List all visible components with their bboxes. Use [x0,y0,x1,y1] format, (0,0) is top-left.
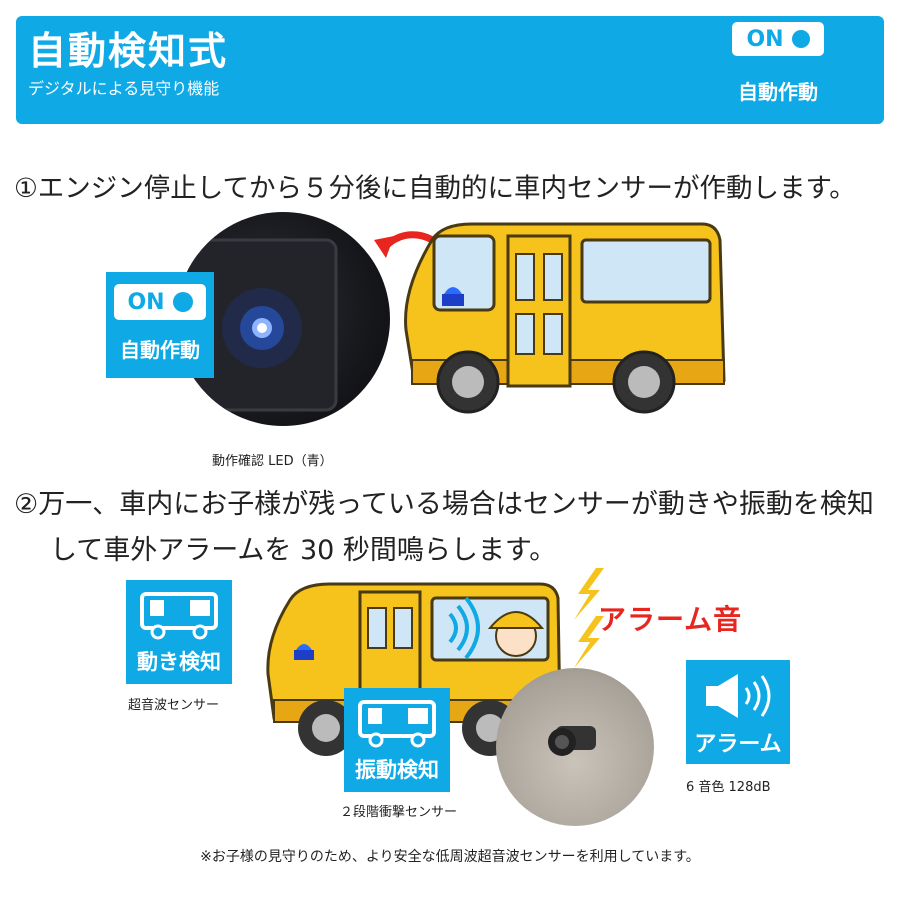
sensor-photo [496,668,654,826]
led-caption: 動作確認 LED（青） [212,454,333,469]
sensor-device-icon [548,726,596,756]
led-photo [176,212,390,426]
alarm-badge: アラーム [686,660,790,764]
on-dot-icon [172,292,193,312]
on-dot-icon [791,30,810,48]
vibration-detection-label: 振動検知 [355,758,439,782]
wave-icon [448,596,480,660]
school-bus-illustration [374,222,726,414]
led-status-badge: ON 自動作動 [106,272,214,378]
vibration-sensor-caption: ２段階衝撃センサー [340,805,458,820]
page-subtitle: デジタルによる見守り機能 [28,79,220,98]
footnote: ※お子様の見守りのため、より安全な低周波超音波センサーを利用しています。 [200,849,700,865]
alarm-label: アラーム [694,732,782,757]
motion-sensor-caption: 超音波センサー [128,698,220,713]
on-indicator: ON [732,22,824,56]
led-panel-icon [176,238,338,412]
on-label: ON [746,26,784,52]
bolt-icon [574,568,604,668]
motion-detection-badge: 動き検知 [126,580,232,684]
speaker-icon [706,674,771,718]
step2-text-line1: ②万一、車内にお子様が残っている場合はセンサーが動きや振動を検知 [14,489,874,520]
auto-operation-label: 自動作動 [738,80,818,104]
motion-detection-label: 動き検知 [137,650,221,674]
led-on-label: ON [127,289,165,315]
siren-icon [442,287,464,306]
vibration-detection-badge: 振動検知 [344,688,450,792]
siren-icon [294,644,314,660]
bus-icon [358,700,436,748]
led-on-indicator: ON [114,284,206,320]
led-auto-label: 自動作動 [120,338,200,362]
page-title: 自動検知式 [28,29,229,73]
bus-icon [140,592,218,640]
alarm-caption: 6 音色 128dB [686,780,771,795]
alarm-sound-label: アラーム音 [598,603,743,636]
step2-text-line2: して車外アラームを 30 秒間鳴らします。 [50,535,557,566]
step1-text: ①エンジン停止してから５分後に自動的に車内センサーが作動します。 [14,173,856,204]
